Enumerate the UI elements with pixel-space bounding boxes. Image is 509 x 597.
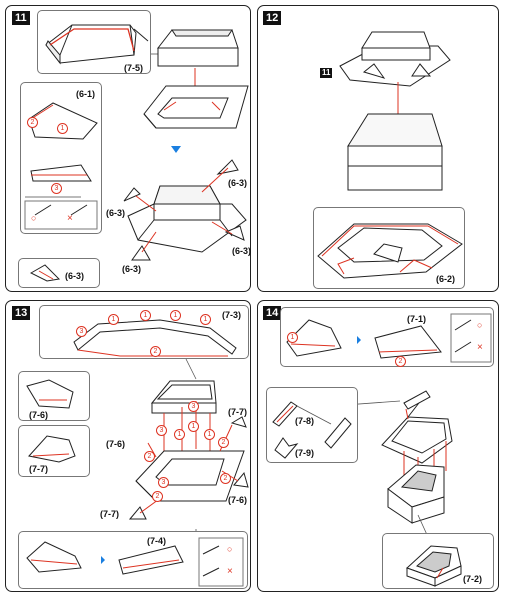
circled-number: 3 [158,477,169,488]
circled-number: 1 [57,123,68,134]
label: (7-6) [228,495,248,505]
inset-7-4: (7-4) ○ × [18,531,248,589]
label: (7-5) [124,63,144,73]
circled-number: 3 [76,326,87,337]
label: (6-3) [106,208,126,218]
circled-number: 1 [174,429,185,440]
inset-6-3: (6-3) [18,258,100,288]
panel-step-14: 14 (7-1) 1 2 ○ × [257,300,499,592]
box-corner-drawing [406,545,462,587]
circled-number: 2 [27,117,38,128]
tab-fold-drawing [26,537,244,587]
step-12-diagram [339,31,451,191]
inset-7-2: (7-2) [382,533,494,589]
inset-7-7: (7-7) [18,425,90,477]
label: (7-7) [228,407,248,417]
step-11-diagram [61,29,249,261]
corner-detail-drawing [317,223,463,279]
circled-number: 3 [156,425,167,436]
ng-mark: × [67,213,73,224]
step-number: 11 [12,11,30,25]
ng-mark: × [477,342,483,353]
label: (6-3) [232,246,252,256]
step-number: 14 [263,306,282,320]
fold-detail-drawing [24,102,98,230]
label: (7-7) [29,464,49,474]
circled-number: 2 [218,437,229,448]
label: (7-7) [100,509,120,519]
circled-number: 1 [108,314,119,325]
circled-number: 2 [150,346,161,357]
inset-7-1: (7-1) 1 2 ○ × [280,307,494,367]
label: (7-9) [295,448,315,458]
label: (6-3) [122,264,142,274]
circled-number: 2 [152,491,163,502]
label: (7-6) [29,410,49,420]
step-14-diagram [317,390,453,538]
inset-7-6: (7-6) [18,371,90,421]
circled-number: 1 [287,332,298,343]
panel-step-13: 13 (7-3) 3 1 1 1 1 2 [5,300,251,592]
circled-number: 3 [51,183,62,194]
label: (6-3) [228,178,248,188]
inset-6-1: (6-1) 1 2 3 ○ × [20,82,102,234]
circled-number: 1 [188,421,199,432]
tab-fold-drawing [286,313,492,363]
label: (7-3) [222,310,242,320]
ok-mark: ○ [31,213,37,223]
step-number: 13 [12,306,31,320]
circled-number: 3 [188,401,199,412]
circled-number: 1 [204,429,215,440]
label: (7-2) [463,574,483,584]
ng-mark: × [227,566,233,577]
inset-7-5: (7-5) [37,10,151,74]
label: (6-2) [436,274,456,284]
roof-detail-drawing [45,24,149,65]
circled-number: 1 [200,314,211,325]
inset-7-8: (7-8) (7-9) [266,387,358,463]
circled-number: 2 [144,451,155,462]
label: (7-8) [295,416,315,426]
label: (6-3) [65,271,85,281]
flap-detail-drawing [28,435,76,463]
ok-mark: ○ [227,544,233,554]
inset-7-3: (7-3) 3 1 1 1 1 2 [39,305,249,359]
ridge-piece-drawing [73,319,237,357]
panel-step-11: 11 (7-5) [5,5,251,292]
label: (7-1) [407,314,427,324]
flap-detail-drawing [26,379,74,409]
circled-number: 2 [395,356,406,367]
inset-6-2: (6-2) [313,207,465,289]
ok-mark: ○ [477,320,483,330]
step-number: 11 [320,68,333,78]
circled-number: 1 [170,310,181,321]
panel-step-12: 12 11 (6-2) [257,5,499,292]
step-number: 12 [263,11,282,25]
part-detail-drawing [272,401,352,459]
label: (7-6) [106,439,126,449]
label: (6-1) [76,89,96,99]
flap-detail-drawing [29,264,61,282]
circled-number: 1 [140,310,151,321]
circled-number: 2 [220,473,231,484]
label: (7-4) [147,536,167,546]
